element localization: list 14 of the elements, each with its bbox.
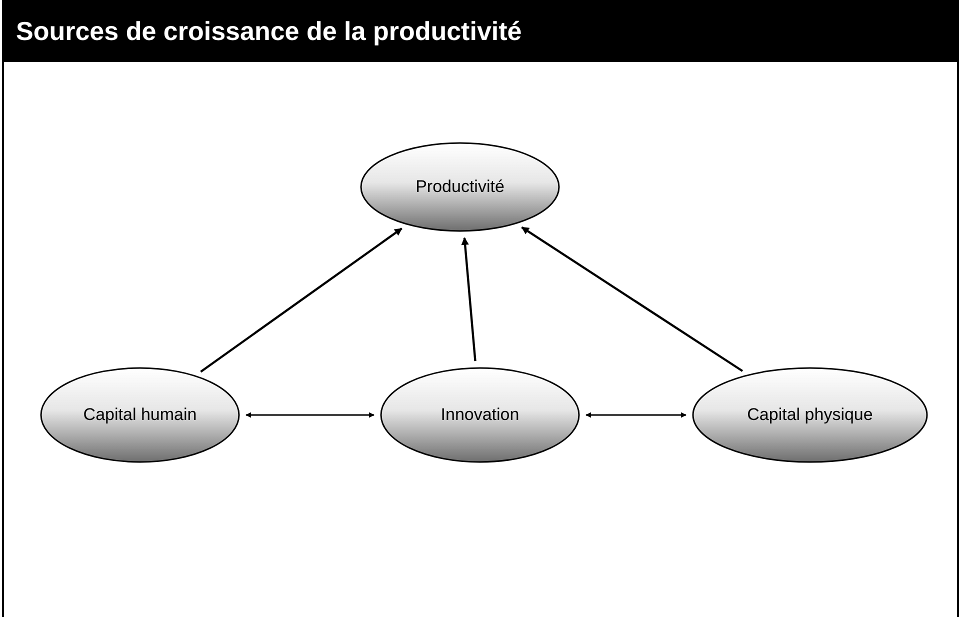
arrow — [245, 412, 375, 418]
title-heading: Sources de croissance de la productivité — [2, 0, 959, 62]
ellipse-node — [380, 367, 580, 463]
node-label: Innovation — [440, 405, 520, 425]
ellipse-node — [692, 367, 928, 463]
arrow — [200, 228, 402, 373]
ellipse-node — [40, 367, 240, 463]
ellipse-node — [360, 142, 560, 232]
node-label: Productivité — [416, 177, 504, 197]
arrow — [461, 237, 476, 362]
node-label: Capital humain — [83, 405, 197, 425]
arrow — [585, 412, 687, 418]
node-label: Capital physique — [747, 405, 873, 425]
arrow — [521, 226, 744, 372]
